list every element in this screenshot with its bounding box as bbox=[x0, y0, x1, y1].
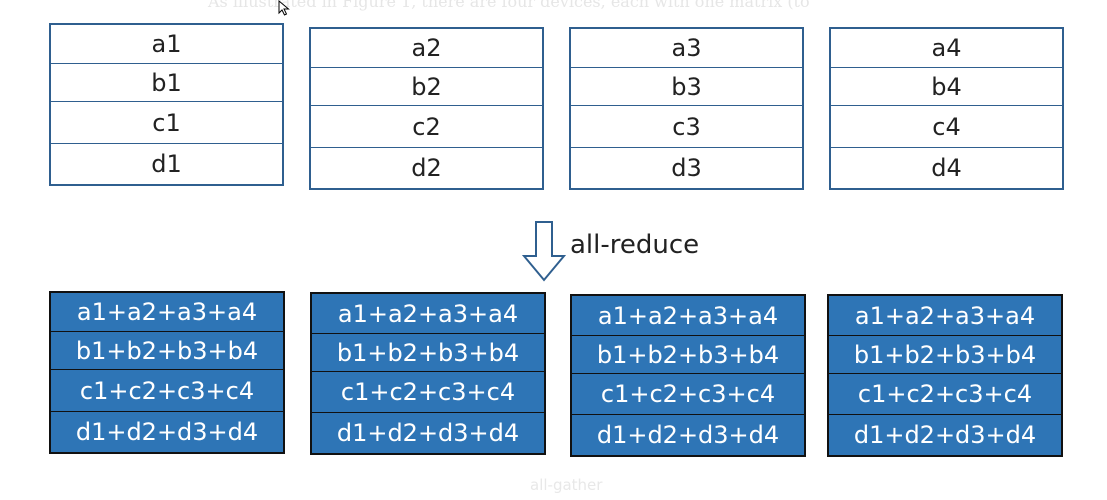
matrix-cell: b1+b2+b3+b4 bbox=[829, 336, 1061, 374]
device-1-input-matrix: a1 b1 c1 d1 bbox=[49, 23, 284, 186]
matrix-cell: c4 bbox=[831, 106, 1062, 148]
matrix-cell: c1+c2+c3+c4 bbox=[312, 372, 544, 413]
matrix-cell: c1+c2+c3+c4 bbox=[51, 370, 283, 412]
device-4-output-matrix: a1+a2+a3+a4 b1+b2+b3+b4 c1+c2+c3+c4 d1+d… bbox=[827, 294, 1063, 457]
matrix-cell: d3 bbox=[671, 154, 702, 182]
matrix-cell: c1+c2+c3+c4 bbox=[829, 374, 1061, 415]
matrix-cell: b1+b2+b3+b4 bbox=[312, 334, 544, 372]
background-text-top: As illustrated in Figure 1, there are fo… bbox=[208, 0, 810, 11]
matrix-cell: d1 bbox=[151, 150, 182, 178]
device-2-input-matrix: a2 b2 c2 d2 bbox=[309, 27, 544, 190]
operation-label: all-reduce bbox=[570, 230, 700, 260]
matrix-cell: a3 bbox=[571, 29, 802, 68]
matrix-cell: c1+c2+c3+c4 bbox=[572, 374, 804, 415]
device-3-input-matrix: a3 b3 c3 d3 bbox=[569, 27, 804, 190]
matrix-cell: d1+d2+d3+d4 bbox=[75, 418, 259, 446]
device-4-input-matrix: a4 b4 c4 d4 bbox=[829, 27, 1064, 190]
device-2-output-matrix: a1+a2+a3+a4 b1+b2+b3+b4 c1+c2+c3+c4 d1+d… bbox=[310, 292, 546, 455]
device-3-output-matrix: a1+a2+a3+a4 b1+b2+b3+b4 c1+c2+c3+c4 d1+d… bbox=[570, 294, 806, 457]
matrix-cell: c1 bbox=[51, 102, 282, 144]
matrix-cell: b1+b2+b3+b4 bbox=[51, 332, 283, 370]
matrix-cell: b3 bbox=[571, 68, 802, 106]
background-text-bottom: all-gather bbox=[530, 476, 603, 494]
matrix-cell: a1+a2+a3+a4 bbox=[51, 293, 283, 332]
device-1-output-matrix: a1+a2+a3+a4 b1+b2+b3+b4 c1+c2+c3+c4 d1+d… bbox=[49, 291, 285, 454]
matrix-cell: b2 bbox=[311, 68, 542, 106]
matrix-cell: d2 bbox=[411, 154, 442, 182]
matrix-cell: a1 bbox=[51, 25, 282, 64]
matrix-cell: b1 bbox=[51, 64, 282, 102]
mouse-pointer-icon bbox=[278, 0, 290, 16]
matrix-cell: c3 bbox=[571, 106, 802, 148]
matrix-cell: a1+a2+a3+a4 bbox=[829, 296, 1061, 336]
matrix-cell: d4 bbox=[931, 154, 962, 182]
matrix-cell: a1+a2+a3+a4 bbox=[572, 296, 804, 336]
matrix-cell: a4 bbox=[831, 29, 1062, 68]
matrix-cell: b1+b2+b3+b4 bbox=[572, 336, 804, 374]
matrix-cell: d1+d2+d3+d4 bbox=[853, 421, 1037, 449]
matrix-cell: a1+a2+a3+a4 bbox=[312, 294, 544, 334]
matrix-cell: b4 bbox=[831, 68, 1062, 106]
down-arrow-icon bbox=[522, 221, 566, 282]
matrix-cell: c2 bbox=[311, 106, 542, 148]
matrix-cell: d1+d2+d3+d4 bbox=[596, 421, 780, 449]
matrix-cell: a2 bbox=[311, 29, 542, 68]
matrix-cell: d1+d2+d3+d4 bbox=[336, 419, 520, 447]
